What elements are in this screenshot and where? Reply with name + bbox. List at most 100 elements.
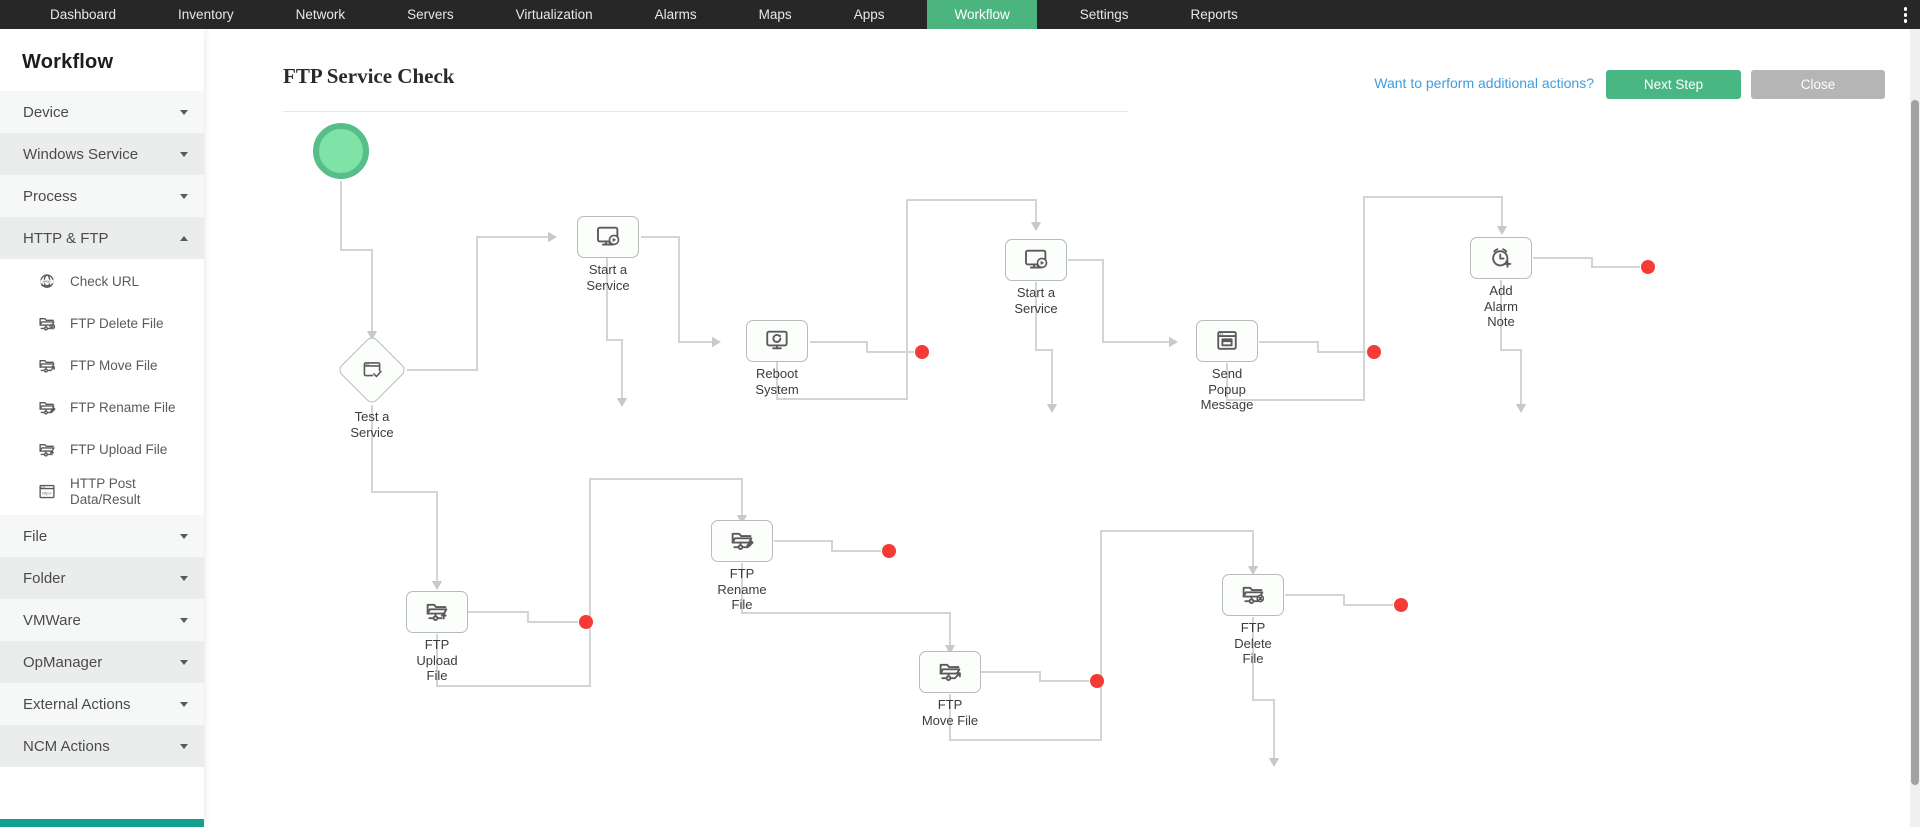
node-label-line: Service bbox=[586, 277, 630, 293]
chevron-down-icon bbox=[180, 151, 188, 157]
nav-item-maps[interactable]: Maps bbox=[758, 7, 792, 22]
node-box bbox=[577, 216, 639, 258]
reboot-icon bbox=[762, 326, 792, 356]
ftp-rename-icon bbox=[36, 397, 58, 419]
node-label-line: FTP bbox=[1240, 620, 1266, 635]
node-label-line: Service bbox=[1014, 300, 1058, 316]
next-step-button[interactable]: Next Step bbox=[1606, 70, 1741, 99]
sidebar-item-ftp-upload-file[interactable]: FTP Upload File bbox=[0, 429, 204, 471]
node-label-line: FTP bbox=[424, 637, 450, 652]
start-node[interactable] bbox=[313, 123, 369, 179]
sidebar-item-ftp-rename-file[interactable]: FTP Rename File bbox=[0, 387, 204, 429]
alarm-note-icon bbox=[1486, 243, 1516, 273]
node-label-line: FTP bbox=[937, 697, 963, 712]
chevron-down-icon bbox=[180, 193, 188, 199]
node-label-line: Popup bbox=[1208, 381, 1246, 397]
nav-item-reports[interactable]: Reports bbox=[1190, 7, 1238, 22]
node-box bbox=[711, 520, 773, 562]
nav-item-workflow[interactable]: Workflow bbox=[927, 0, 1037, 29]
title-divider bbox=[283, 111, 1128, 112]
ftp-upload-icon bbox=[422, 597, 452, 627]
sidebar-section-file[interactable]: File bbox=[0, 515, 204, 557]
nav-item-inventory[interactable]: Inventory bbox=[178, 7, 234, 22]
sidebar-section-vmware[interactable]: VMWare bbox=[0, 599, 204, 641]
http-post-icon bbox=[36, 481, 58, 503]
kebab-menu-icon[interactable] bbox=[1902, 5, 1910, 25]
workflow-main: FTP Service Check Want to perform additi… bbox=[204, 29, 1910, 827]
chevron-down-icon bbox=[180, 743, 188, 749]
chevron-down-icon bbox=[180, 575, 188, 581]
nav-item-servers[interactable]: Servers bbox=[407, 7, 454, 22]
sidebar-section-ncm-actions[interactable]: NCM Actions bbox=[0, 725, 204, 767]
additional-actions-link[interactable]: Want to perform additional actions? bbox=[1374, 75, 1594, 91]
sidebar-footer-bar bbox=[0, 819, 204, 827]
nav-item-virtualization[interactable]: Virtualization bbox=[515, 7, 593, 22]
scrollbar-track bbox=[1910, 29, 1920, 827]
sidebar-section-opmanager[interactable]: OpManager bbox=[0, 641, 204, 683]
sidebar-section-process[interactable]: Process bbox=[0, 175, 204, 217]
node-label-line: Rename bbox=[717, 581, 767, 597]
popup-icon bbox=[1212, 326, 1242, 356]
node-label-line: Note bbox=[1487, 314, 1515, 329]
sidebar-item-ftp-delete-file[interactable]: FTP Delete File bbox=[0, 303, 204, 345]
ftp-delete-icon bbox=[1238, 580, 1268, 610]
chevron-down-icon bbox=[180, 659, 188, 665]
scrollbar-thumb[interactable] bbox=[1911, 100, 1919, 785]
sidebar-subitems: Check URL FTP Delete File FTP Move File … bbox=[0, 259, 204, 515]
sidebar-item-ftp-move-file[interactable]: FTP Move File bbox=[0, 345, 204, 387]
chevron-down-icon bbox=[180, 109, 188, 115]
sidebar: Workflow Device Windows Service Process … bbox=[0, 29, 204, 827]
node-label-line: Test a bbox=[354, 409, 390, 424]
sidebar-section-folder[interactable]: Folder bbox=[0, 557, 204, 599]
nav-item-alarms[interactable]: Alarms bbox=[654, 7, 697, 22]
node-box bbox=[1470, 237, 1532, 279]
node-label-line: Move File bbox=[921, 712, 979, 728]
sidebar-section-device[interactable]: Device bbox=[0, 91, 204, 133]
sidebar-section-external-actions[interactable]: External Actions bbox=[0, 683, 204, 725]
top-nav: Dashboard Inventory Network Servers Virtuali… bbox=[0, 0, 1920, 29]
node-label-line: File bbox=[426, 668, 448, 683]
chevron-down-icon bbox=[180, 533, 188, 539]
globe-www-icon bbox=[36, 271, 58, 293]
nav-item-apps[interactable]: Apps bbox=[853, 7, 885, 22]
ftp-delete-icon bbox=[36, 313, 58, 335]
node-label-line: Start a bbox=[1016, 285, 1056, 300]
node-label-line: Upload bbox=[416, 652, 458, 668]
ftp-move-icon bbox=[36, 355, 58, 377]
sidebar-item-check-url[interactable]: Check URL bbox=[0, 261, 204, 303]
node-label-line: File bbox=[1242, 651, 1264, 666]
test-service-icon bbox=[359, 357, 385, 383]
ftp-rename-icon bbox=[727, 526, 757, 556]
close-button[interactable]: Close bbox=[1751, 70, 1885, 99]
nav-item-dashboard[interactable]: Dashboard bbox=[50, 7, 117, 22]
sidebar-section-windows-service[interactable]: Windows Service bbox=[0, 133, 204, 175]
ftp-move-icon bbox=[935, 657, 965, 687]
node-box bbox=[919, 651, 981, 693]
nav-item-network[interactable]: Network bbox=[295, 7, 346, 22]
start-service-icon bbox=[1021, 245, 1051, 275]
sidebar-item-http-post-data-result[interactable]: HTTP Post Data/Result bbox=[0, 471, 204, 513]
sidebar-section-http-ftp[interactable]: HTTP & FTP bbox=[0, 217, 204, 259]
node-box bbox=[1005, 239, 1067, 281]
node-label-line: FTP bbox=[729, 566, 755, 581]
node-box bbox=[406, 591, 468, 633]
nav-item-settings[interactable]: Settings bbox=[1079, 7, 1129, 22]
